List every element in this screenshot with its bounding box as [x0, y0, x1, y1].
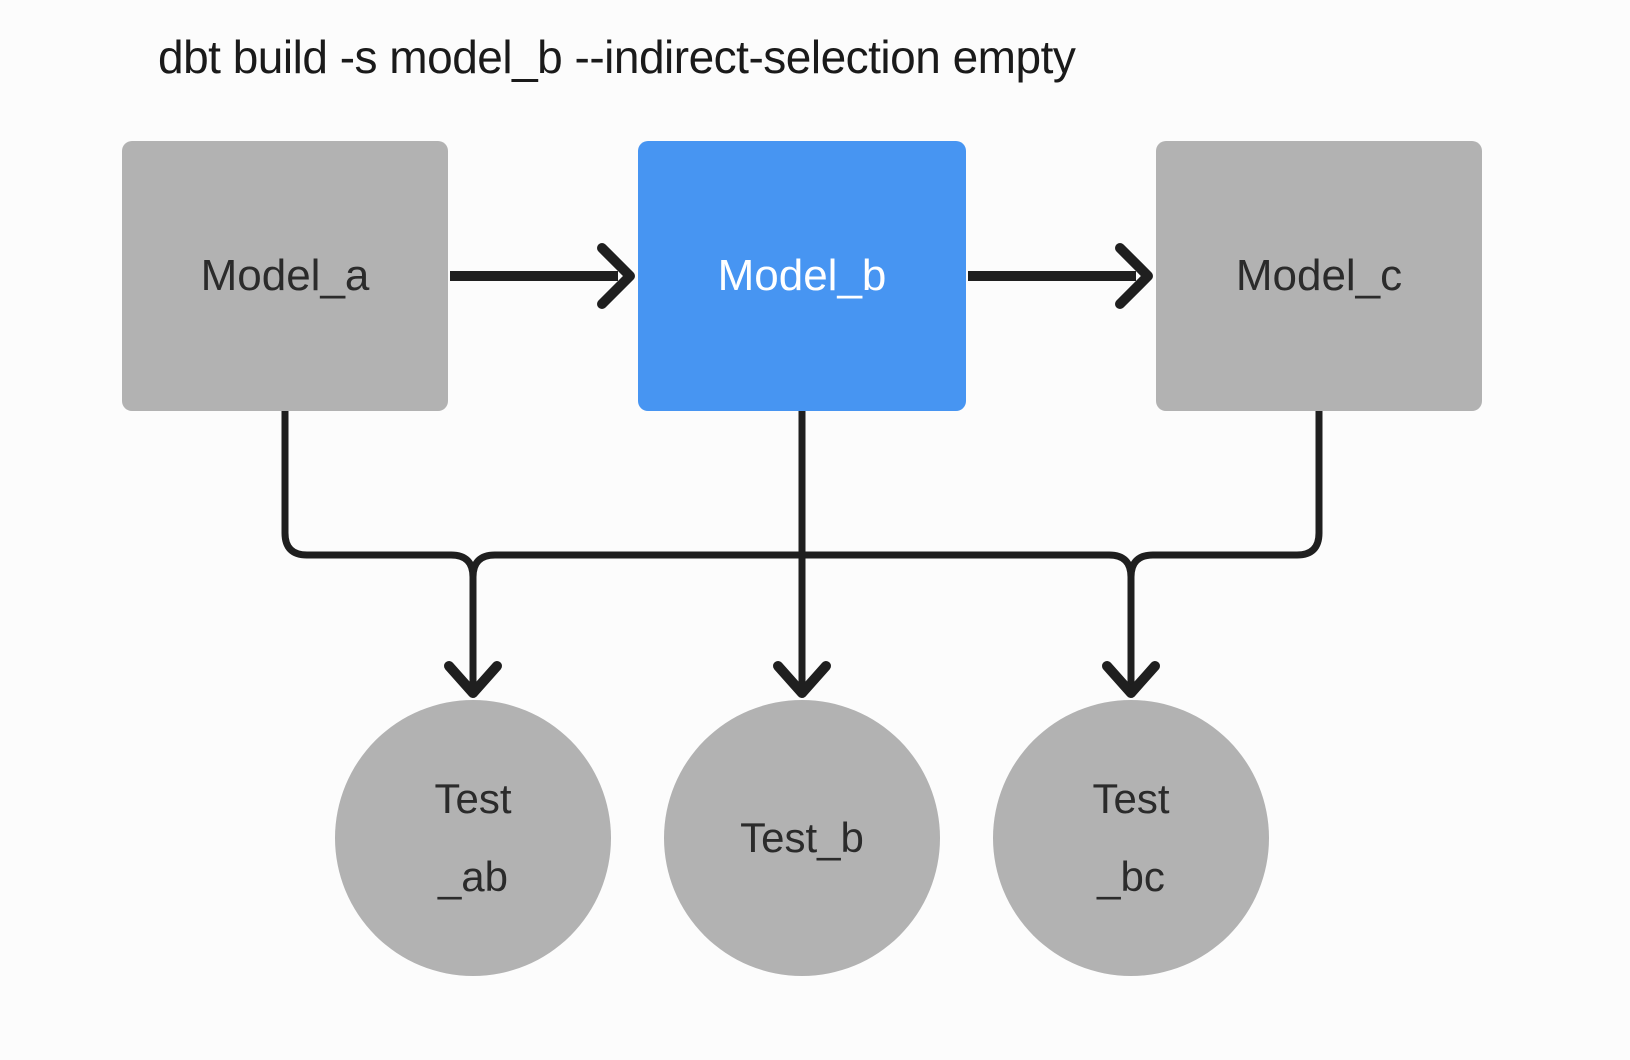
edge-model-c-to-test-bc [1127, 411, 1323, 578]
node-model-b: Model_b [638, 141, 966, 411]
node-model-c-label: Model_c [1235, 251, 1403, 300]
diagram-title: dbt build -s model_b --indirect-selectio… [158, 31, 1076, 83]
node-test-b-label: Test_b [740, 814, 864, 861]
node-test-ab-label-line2: _ab [437, 853, 509, 900]
node-test-bc-label-line1: Test [1092, 775, 1170, 822]
node-test-ab: Test _ab [335, 700, 611, 976]
node-model-a-label: Model_a [200, 251, 370, 300]
arrowhead-model-c [1115, 243, 1153, 309]
arrowhead-test-b [773, 661, 831, 698]
arrowhead-test-ab [444, 661, 502, 698]
node-model-b-label: Model_b [717, 251, 887, 300]
node-test-bc: Test _bc [993, 700, 1269, 976]
node-test-ab-label-line1: Test [434, 775, 512, 822]
arrowhead-model-b [597, 243, 635, 309]
node-test-b: Test_b [664, 700, 940, 976]
arrowhead-test-bc [1102, 661, 1160, 698]
edge-model-a-to-test-ab [281, 411, 477, 688]
node-test-bc-label-line2: _bc [1097, 853, 1165, 900]
node-model-c: Model_c [1156, 141, 1482, 411]
node-model-a: Model_a [122, 141, 448, 411]
